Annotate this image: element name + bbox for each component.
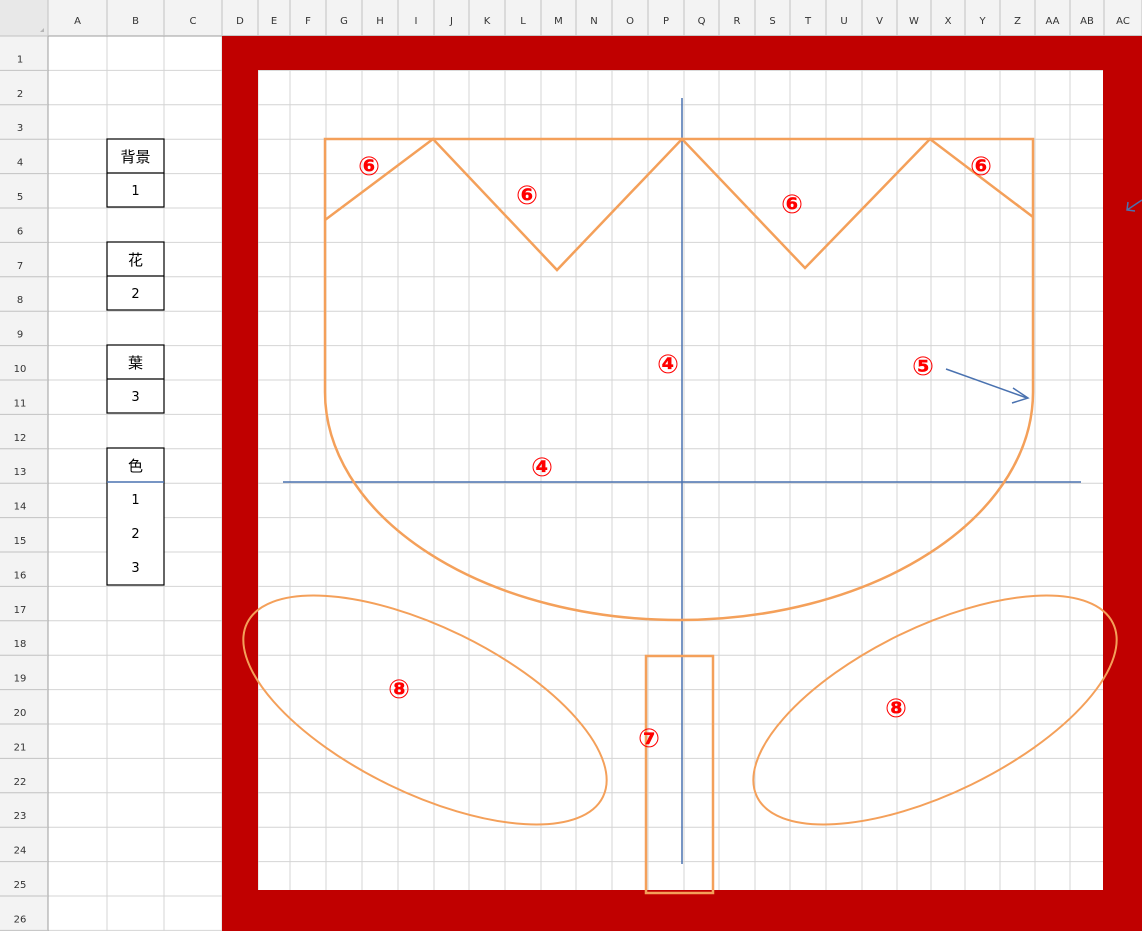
row-header-7[interactable]: 7 bbox=[17, 261, 23, 272]
column-header-k[interactable]: K bbox=[484, 16, 491, 27]
row-header-13[interactable]: 13 bbox=[14, 467, 27, 478]
column-header-aa[interactable]: AA bbox=[1046, 16, 1060, 27]
row-header-19[interactable]: 19 bbox=[14, 674, 27, 685]
marker-petal-far-left: ⑥ bbox=[358, 152, 380, 182]
column-header-g[interactable]: G bbox=[340, 16, 348, 27]
column-header-j[interactable]: J bbox=[449, 16, 453, 27]
select-all-corner[interactable] bbox=[0, 0, 48, 36]
row-header-9[interactable]: 9 bbox=[17, 330, 23, 341]
frame-left bbox=[222, 36, 258, 931]
column-header-r[interactable]: R bbox=[734, 16, 741, 27]
frame-bottom bbox=[222, 890, 1142, 931]
legend-background-value[interactable]: 1 bbox=[131, 184, 139, 199]
column-header-e[interactable]: E bbox=[271, 16, 277, 27]
row-header-12[interactable]: 12 bbox=[14, 433, 27, 444]
column-header-n[interactable]: N bbox=[590, 16, 597, 27]
row-header-18[interactable]: 18 bbox=[14, 639, 27, 650]
column-header-y[interactable]: Y bbox=[978, 16, 986, 27]
row-header-20[interactable]: 20 bbox=[14, 708, 27, 719]
column-header-t[interactable]: T bbox=[804, 16, 812, 27]
marker-petal-far-right: ⑥ bbox=[970, 152, 992, 182]
column-header-q[interactable]: Q bbox=[698, 16, 706, 27]
legend-table: 背景 1 花 2 葉 3 色 1 2 3 bbox=[107, 139, 164, 585]
row-header-6[interactable]: 6 bbox=[17, 226, 23, 237]
row-header-11[interactable]: 11 bbox=[14, 398, 27, 409]
column-header-h[interactable]: H bbox=[376, 16, 384, 27]
row-header-5[interactable]: 5 bbox=[17, 192, 23, 203]
legend-leaf-label: 葉 bbox=[128, 354, 143, 372]
column-header-u[interactable]: U bbox=[840, 16, 847, 27]
column-header-ab[interactable]: AB bbox=[1080, 16, 1094, 27]
row-header-16[interactable]: 16 bbox=[14, 570, 27, 581]
row-header-2[interactable]: 2 bbox=[17, 89, 23, 100]
row-header-1[interactable]: 1 bbox=[17, 54, 23, 65]
legend-color-label: 色 bbox=[128, 457, 143, 475]
column-header-o[interactable]: O bbox=[626, 16, 634, 27]
marker-petal-right: ⑥ bbox=[781, 190, 803, 220]
column-header-z[interactable]: Z bbox=[1014, 16, 1021, 27]
legend-flower-label: 花 bbox=[128, 251, 143, 269]
marker-stem: ⑦ bbox=[638, 724, 660, 754]
column-header-x[interactable]: X bbox=[945, 16, 952, 27]
legend-color-value-3[interactable]: 3 bbox=[131, 561, 139, 576]
row-header-23[interactable]: 23 bbox=[14, 811, 27, 822]
column-header-d[interactable]: D bbox=[236, 16, 244, 27]
column-header-f[interactable]: F bbox=[305, 16, 311, 27]
row-header-10[interactable]: 10 bbox=[14, 364, 27, 375]
marker-leaf-left: ⑧ bbox=[388, 675, 410, 705]
legend-color-value-2[interactable]: 2 bbox=[131, 527, 139, 542]
row-header-24[interactable]: 24 bbox=[14, 846, 27, 857]
legend-background-label: 背景 bbox=[120, 148, 150, 166]
column-header-l[interactable]: L bbox=[520, 16, 526, 27]
row-header-26[interactable]: 26 bbox=[14, 914, 27, 925]
marker-petal-left: ⑥ bbox=[516, 181, 538, 211]
legend-color-value-1[interactable]: 1 bbox=[131, 493, 139, 508]
legend-leaf-value[interactable]: 3 bbox=[131, 390, 139, 405]
curve-pointer-arrow bbox=[946, 369, 1027, 398]
row-header-21[interactable]: 21 bbox=[14, 742, 27, 753]
row-header-3[interactable]: 3 bbox=[17, 123, 23, 134]
column-header-m[interactable]: M bbox=[554, 16, 563, 27]
stem-rect bbox=[646, 656, 713, 893]
column-header-c[interactable]: C bbox=[190, 16, 197, 27]
column-header-a[interactable]: A bbox=[74, 16, 81, 27]
frame-right bbox=[1103, 36, 1142, 931]
column-header-s[interactable]: S bbox=[769, 16, 775, 27]
row-header-22[interactable]: 22 bbox=[14, 777, 27, 788]
row-header-25[interactable]: 25 bbox=[14, 880, 27, 891]
leaf-left-ellipse bbox=[211, 549, 640, 872]
row-header-17[interactable]: 17 bbox=[14, 605, 27, 616]
column-header-ac[interactable]: AC bbox=[1116, 16, 1130, 27]
row-header-14[interactable]: 14 bbox=[14, 502, 27, 513]
row-header-4[interactable]: 4 bbox=[17, 158, 23, 169]
frame-top bbox=[222, 36, 1142, 70]
column-header-w[interactable]: W bbox=[909, 16, 919, 27]
column-header-b[interactable]: B bbox=[132, 16, 139, 27]
legend-flower-value[interactable]: 2 bbox=[131, 287, 139, 302]
column-header-v[interactable]: V bbox=[876, 16, 883, 27]
marker-curve-corner: ⑤ bbox=[912, 352, 934, 382]
column-header-bar bbox=[0, 0, 1142, 36]
row-header-8[interactable]: 8 bbox=[17, 295, 23, 306]
marker-horizontal-guide: ④ bbox=[531, 453, 553, 483]
marker-vertical-guide: ④ bbox=[657, 350, 679, 380]
petal-zigzag bbox=[325, 139, 1033, 270]
column-header-p[interactable]: P bbox=[663, 16, 669, 27]
row-header-15[interactable]: 15 bbox=[14, 536, 27, 547]
marker-leaf-right: ⑧ bbox=[885, 694, 907, 724]
column-header-i[interactable]: I bbox=[415, 16, 418, 27]
